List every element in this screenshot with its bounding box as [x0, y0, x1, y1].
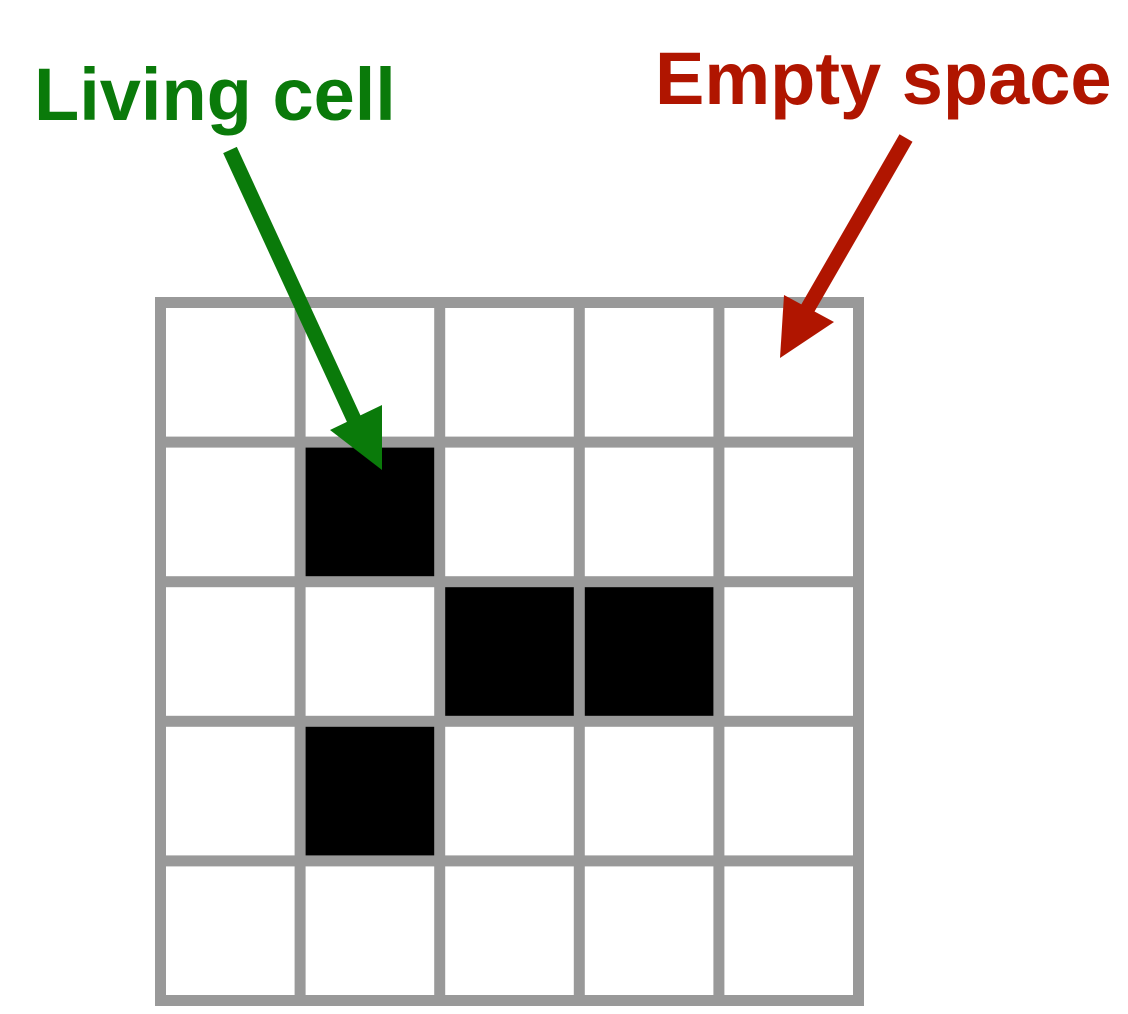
empty-cell: [584, 308, 714, 437]
empty-space-label: Empty space: [655, 37, 1112, 120]
empty-cell: [724, 726, 853, 856]
living-cell-arrow-shaft: [223, 146, 365, 432]
empty-cell: [166, 726, 295, 856]
empty-cell: [724, 866, 853, 995]
living-cell-arrow-head: [330, 405, 382, 470]
empty-cell: [584, 447, 714, 577]
empty-cell: [166, 447, 295, 577]
empty-space-arrow-shaft: [798, 134, 913, 317]
empty-space-arrow: [780, 134, 913, 358]
empty-cell: [445, 866, 574, 995]
living-cell-arrow: [223, 146, 382, 470]
empty-cell: [305, 866, 435, 995]
cell-grid: [155, 297, 864, 1006]
living-cell: [305, 447, 435, 577]
living-cell-label: Living cell: [34, 53, 396, 136]
living-cell: [445, 587, 574, 716]
empty-cell: [445, 726, 574, 856]
living-cell: [584, 587, 714, 716]
empty-cell: [724, 587, 853, 716]
empty-cell: [445, 308, 574, 437]
empty-cell: [166, 308, 295, 437]
empty-cell: [584, 726, 714, 856]
empty-cell: [584, 866, 714, 995]
empty-cell: [166, 587, 295, 716]
empty-cell: [445, 447, 574, 577]
empty-cell: [305, 587, 435, 716]
empty-space-arrow-head: [780, 295, 834, 358]
empty-cell: [166, 866, 295, 995]
living-cell: [305, 726, 435, 856]
empty-cell: [724, 447, 853, 577]
